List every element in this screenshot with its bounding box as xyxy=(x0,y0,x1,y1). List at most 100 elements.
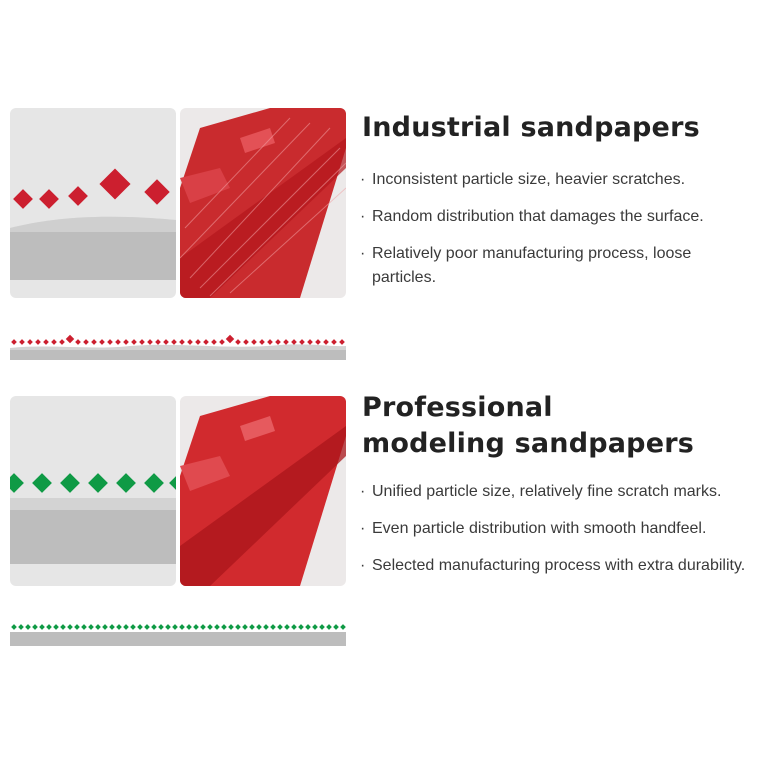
green-particle xyxy=(305,624,311,630)
industrial-title: Industrial sandpapers xyxy=(362,112,700,143)
professional-surface-strip xyxy=(10,616,346,654)
red-particle xyxy=(299,339,305,345)
green-particle xyxy=(207,624,213,630)
green-particle xyxy=(312,624,318,630)
green-particle xyxy=(333,624,339,630)
red-particle xyxy=(259,339,265,345)
list-item: ·Inconsistent particle size, heavier scr… xyxy=(360,171,686,188)
red-particle xyxy=(171,339,177,345)
green-particle xyxy=(151,624,157,630)
green-particle xyxy=(67,624,73,630)
professional-bullet-list: ·Unified particle size, relatively fine … xyxy=(360,480,750,591)
red-particle xyxy=(11,339,17,345)
green-particle xyxy=(25,624,31,630)
red-particle xyxy=(331,339,337,345)
red-particle xyxy=(251,339,257,345)
green-particle xyxy=(263,624,269,630)
green-particle xyxy=(298,624,304,630)
professional-particle-diagram xyxy=(10,396,176,586)
red-particle xyxy=(307,339,313,345)
red-particle xyxy=(123,339,129,345)
green-particle xyxy=(214,624,220,630)
green-particle xyxy=(284,624,290,630)
green-particle xyxy=(144,624,150,630)
list-item: ·Unified particle size, relatively fine … xyxy=(360,483,722,500)
green-particle xyxy=(81,624,87,630)
industrial-bullet-list: ·Inconsistent particle size, heavier scr… xyxy=(360,168,750,303)
green-particle xyxy=(60,624,66,630)
red-particle xyxy=(139,339,145,345)
red-particle xyxy=(283,339,289,345)
red-particle xyxy=(323,339,329,345)
green-particle xyxy=(193,624,199,630)
red-particle xyxy=(339,339,345,345)
green-particle xyxy=(11,624,17,630)
green-particle xyxy=(165,624,171,630)
red-particle xyxy=(291,339,297,345)
green-particle xyxy=(109,624,115,630)
red-particle xyxy=(51,339,57,345)
green-particle xyxy=(123,624,129,630)
red-particle xyxy=(243,339,249,345)
red-particle xyxy=(195,339,201,345)
red-particle xyxy=(35,339,41,345)
red-particle xyxy=(83,339,89,345)
green-particle xyxy=(186,624,192,630)
green-particle xyxy=(277,624,283,630)
red-particle xyxy=(107,339,113,345)
green-particle xyxy=(228,624,234,630)
green-particle xyxy=(102,624,108,630)
green-particle xyxy=(256,624,262,630)
green-particle xyxy=(130,624,136,630)
green-particle xyxy=(32,624,38,630)
professional-section: Professional modeling sandpapers ·Unifie… xyxy=(0,392,760,656)
red-particle xyxy=(267,339,273,345)
red-particle xyxy=(225,334,235,344)
red-particle xyxy=(275,339,281,345)
red-particle xyxy=(315,339,321,345)
green-particle xyxy=(116,624,122,630)
professional-smooth-part-photo xyxy=(180,396,346,586)
red-particle xyxy=(115,339,121,345)
list-item: ·Random distribution that damages the su… xyxy=(360,208,704,225)
green-particle xyxy=(326,624,332,630)
green-particle xyxy=(200,624,206,630)
green-particle xyxy=(249,624,255,630)
red-particle xyxy=(27,339,33,345)
green-particle xyxy=(242,624,248,630)
industrial-particle-diagram xyxy=(10,108,176,298)
professional-title: Professional modeling sandpapers xyxy=(362,392,694,459)
green-particle xyxy=(18,624,24,630)
list-item: ·Even particle distribution with smooth … xyxy=(360,520,707,537)
green-particle xyxy=(319,624,325,630)
red-particle xyxy=(203,339,209,345)
red-particle xyxy=(155,339,161,345)
green-particle xyxy=(340,624,346,630)
industrial-section: Industrial sandpapers ·Inconsistent part… xyxy=(0,108,760,368)
green-particle xyxy=(291,624,297,630)
green-particle xyxy=(88,624,94,630)
green-particle xyxy=(46,624,52,630)
green-particle xyxy=(158,624,164,630)
green-particle xyxy=(235,624,241,630)
red-particle xyxy=(59,339,65,345)
red-particle xyxy=(43,339,49,345)
red-particle xyxy=(99,339,105,345)
list-item: ·Selected manufacturing process with ext… xyxy=(360,557,746,574)
red-particle xyxy=(235,339,241,345)
red-particle xyxy=(131,339,137,345)
red-particle xyxy=(65,334,75,344)
green-particle xyxy=(39,624,45,630)
industrial-scratched-part-photo xyxy=(180,108,346,298)
red-particle xyxy=(147,339,153,345)
green-particle xyxy=(172,624,178,630)
red-particle xyxy=(91,339,97,345)
green-particle xyxy=(74,624,80,630)
industrial-surface-strip xyxy=(10,330,346,368)
green-particle xyxy=(53,624,59,630)
red-particle xyxy=(187,339,193,345)
green-particle xyxy=(221,624,227,630)
green-particle xyxy=(179,624,185,630)
red-particle xyxy=(75,339,81,345)
green-particle xyxy=(95,624,101,630)
